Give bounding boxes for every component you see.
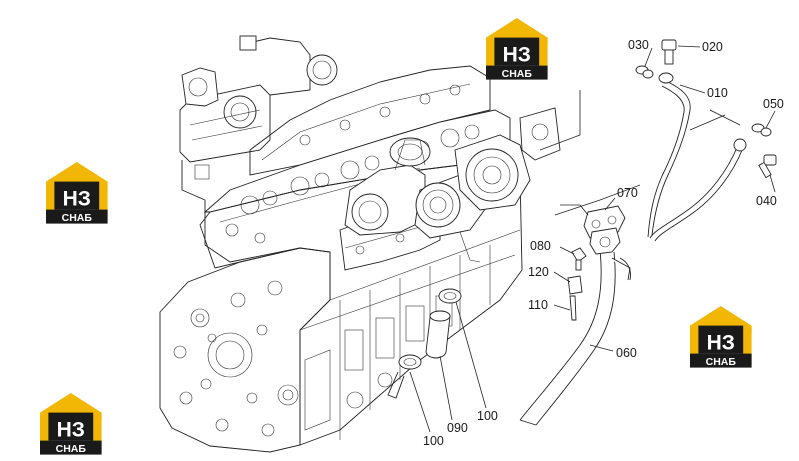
small-parts <box>387 39 777 399</box>
svg-text:СНАБ: СНАБ <box>502 68 533 80</box>
label-080: 080 <box>530 239 551 253</box>
label-100-right: 100 <box>477 409 498 423</box>
label-050: 050 <box>763 97 784 111</box>
label-070: 070 <box>617 186 638 200</box>
watermark-logo-left: НЗ СНАБ <box>46 162 108 224</box>
svg-text:СНАБ: СНАБ <box>706 356 737 368</box>
label-010: 010 <box>707 86 728 100</box>
watermark-logo-right: НЗ СНАБ <box>690 306 752 368</box>
svg-text:НЗ: НЗ <box>707 331 735 354</box>
svg-text:СНАБ: СНАБ <box>56 443 87 455</box>
label-060: 060 <box>616 346 637 360</box>
svg-text:НЗ: НЗ <box>503 43 531 66</box>
part-labels: 030 020 010 050 040 070 080 120 110 060 … <box>423 38 784 448</box>
turbocharger <box>344 107 561 263</box>
oil-pipes <box>519 72 747 426</box>
svg-text:НЗ: НЗ <box>63 187 91 210</box>
label-120: 120 <box>528 265 549 279</box>
label-040: 040 <box>756 194 777 208</box>
label-100-left: 100 <box>423 434 444 448</box>
label-020: 020 <box>702 40 723 54</box>
svg-text:СНАБ: СНАБ <box>62 212 93 224</box>
watermark-logo-bottom: НЗ СНАБ <box>40 393 102 455</box>
label-110: 110 <box>528 298 548 312</box>
label-090: 090 <box>447 421 468 435</box>
svg-text:НЗ: НЗ <box>57 418 85 441</box>
watermark-logo-top: НЗ СНАБ <box>486 18 548 80</box>
leader-lines <box>409 45 776 433</box>
engine-block <box>159 35 523 453</box>
label-030: 030 <box>628 38 649 52</box>
